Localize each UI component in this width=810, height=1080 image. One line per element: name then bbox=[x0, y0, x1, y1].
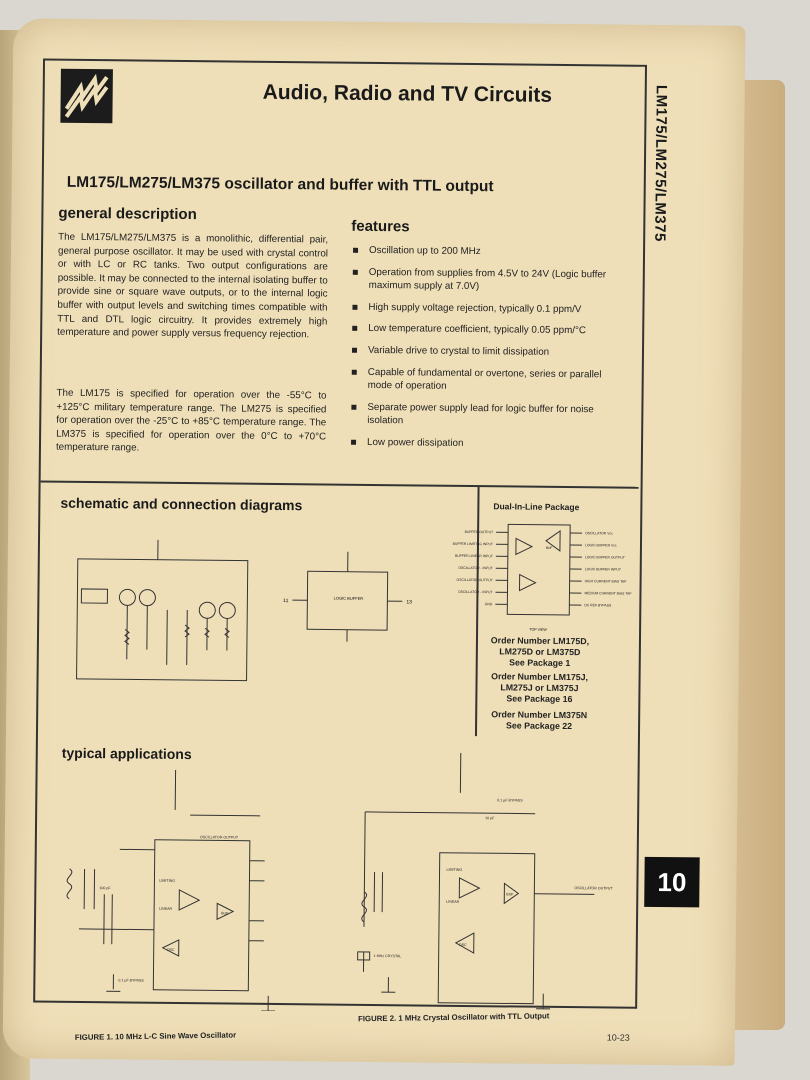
fig1-bypass-label: 0.1 µF BYPASS bbox=[118, 978, 144, 982]
features-list: Oscillation up to 200 MHz Operation from… bbox=[349, 244, 611, 460]
fig2-osc-output-label: OSCILLATOR OUTPUT bbox=[574, 886, 613, 890]
pin-label-11: 11 bbox=[283, 598, 288, 604]
feature-item: High supply voltage rejection, typically… bbox=[350, 301, 610, 317]
logic-buffer-label: LOGIC BUFFER bbox=[334, 596, 364, 601]
dip-buffer-label: BUF bbox=[546, 546, 552, 550]
fig2-buf-label: BUF bbox=[506, 892, 514, 896]
fig1-buf-label: BUF bbox=[221, 911, 229, 915]
feature-item: Oscillation up to 200 MHz bbox=[351, 244, 611, 260]
dip-pin-left: OSCILLATOR - INPUT bbox=[458, 590, 492, 594]
feature-item: Capable of fundamental or overtone, seri… bbox=[350, 365, 610, 395]
dip-pin-right: LOGIC BUFFER Vcc bbox=[585, 543, 617, 547]
pin-label-13: 13 bbox=[406, 599, 412, 605]
order-number-block: Order Number LM375N See Package 22 bbox=[491, 709, 588, 732]
features-heading: features bbox=[351, 217, 410, 236]
fig2-osc-label: OSC bbox=[459, 943, 467, 947]
feature-item: Separate power supply lead for logic buf… bbox=[349, 400, 609, 430]
national-semiconductor-logo bbox=[60, 68, 113, 124]
fig1-osc-label: OSC bbox=[167, 948, 175, 952]
header-title: Audio, Radio and TV Circuits bbox=[262, 80, 553, 107]
figure-1-caption: FIGURE 1. 10 MHz L-C Sine Wave Oscillato… bbox=[74, 1030, 237, 1043]
general-description-para-1: The LM175/LM275/LM375 is a monolithic, d… bbox=[57, 231, 329, 341]
datasheet-page: Audio, Radio and TV Circuits LM175/LM275… bbox=[2, 18, 746, 1066]
fig2-capacitor-label: 10 pF bbox=[485, 816, 495, 820]
feature-item: Low power dissipation bbox=[349, 436, 609, 452]
fig1-limiting-label: LIMITING bbox=[159, 879, 175, 883]
fig2-crystal-label: 1 MHz CRYSTAL bbox=[374, 954, 402, 958]
general-description-heading: general description bbox=[58, 204, 197, 224]
figure-1-schematic: OSCILLATOR OUTPUT LIMITING LINEAR OSC BU… bbox=[66, 769, 276, 1012]
dip-package-title: Dual-In-Line Package bbox=[493, 501, 580, 513]
dip-pin-right: MEDIUM CURRENT BIAS TAP bbox=[584, 591, 632, 596]
dip-pin-left: BUFFER OUTPUT bbox=[465, 530, 493, 534]
typical-applications-heading: typical applications bbox=[61, 744, 192, 763]
fig1-osc-output-label: OSCILLATOR OUTPUT bbox=[200, 835, 239, 839]
dip-top-view-label: TOP VIEW bbox=[529, 628, 547, 632]
dip-pin-left: BUFFER LINEAR INPUT bbox=[455, 554, 493, 558]
dip-pin-left: GND bbox=[485, 602, 493, 606]
feature-item: Operation from supplies from 4.5V to 24V… bbox=[351, 265, 611, 295]
dip-pin-right: DC REF BYPASS bbox=[584, 603, 612, 607]
dip-pin-left: OSCILLATOR OUTPUT bbox=[457, 578, 493, 582]
page-number: 10-23 bbox=[606, 1032, 630, 1043]
section-tab: 10 bbox=[644, 856, 700, 908]
dip-pin-right: LOGIC BUFFER OUTPUT bbox=[585, 555, 625, 559]
fig1-linear-label: LINEAR bbox=[159, 907, 172, 911]
figure-2-caption: FIGURE 2. 1 MHz Crystal Oscillator with … bbox=[357, 1011, 550, 1024]
feature-item: Variable drive to crystal to limit dissi… bbox=[350, 344, 610, 360]
dip-pin-left: BUFFER LIMITING INPUT bbox=[453, 542, 493, 546]
dip-pin-right: LOGIC BUFFER INPUT bbox=[585, 567, 621, 571]
fig1-capacitor-label: 100 pF bbox=[99, 886, 111, 890]
dip-pin-left: OSCILLATOR - INPUT bbox=[458, 566, 492, 570]
feature-item: Low temperature coefficient, typically 0… bbox=[350, 322, 610, 338]
figure-2-schematic: OSCILLATOR OUTPUT LIMITING LINEAR OSC BU… bbox=[357, 752, 613, 1010]
dip-pin-right: OSCILLATOR Vcc bbox=[585, 531, 613, 535]
order-number-block: Order Number LM175D, LM275D or LM375D Se… bbox=[490, 635, 590, 669]
order-number-block: Order Number LM175J, LM275J or LM375J Se… bbox=[491, 671, 589, 705]
fig2-linear-label: LINEAR bbox=[446, 900, 459, 904]
dip-pin-right: HIGH CURRENT BIAS TAP bbox=[585, 579, 628, 583]
general-description-para-2: The LM175 is specified for operation ove… bbox=[55, 387, 327, 454]
schematic-heading: schematic and connection diagrams bbox=[60, 494, 303, 514]
dip-connection-diagram: BUF BUFFER OUTPUT BUFFER LIMITING INPUT … bbox=[453, 523, 632, 632]
spine-part-number: LM175/LM275/LM375 bbox=[651, 84, 670, 242]
fig2-bypass-label: 0.1 µF BYPASS bbox=[497, 798, 523, 802]
fig2-limiting-label: LIMITING bbox=[447, 868, 463, 872]
schematic-diagram: LOGIC BUFFER 11 13 bbox=[76, 539, 412, 682]
